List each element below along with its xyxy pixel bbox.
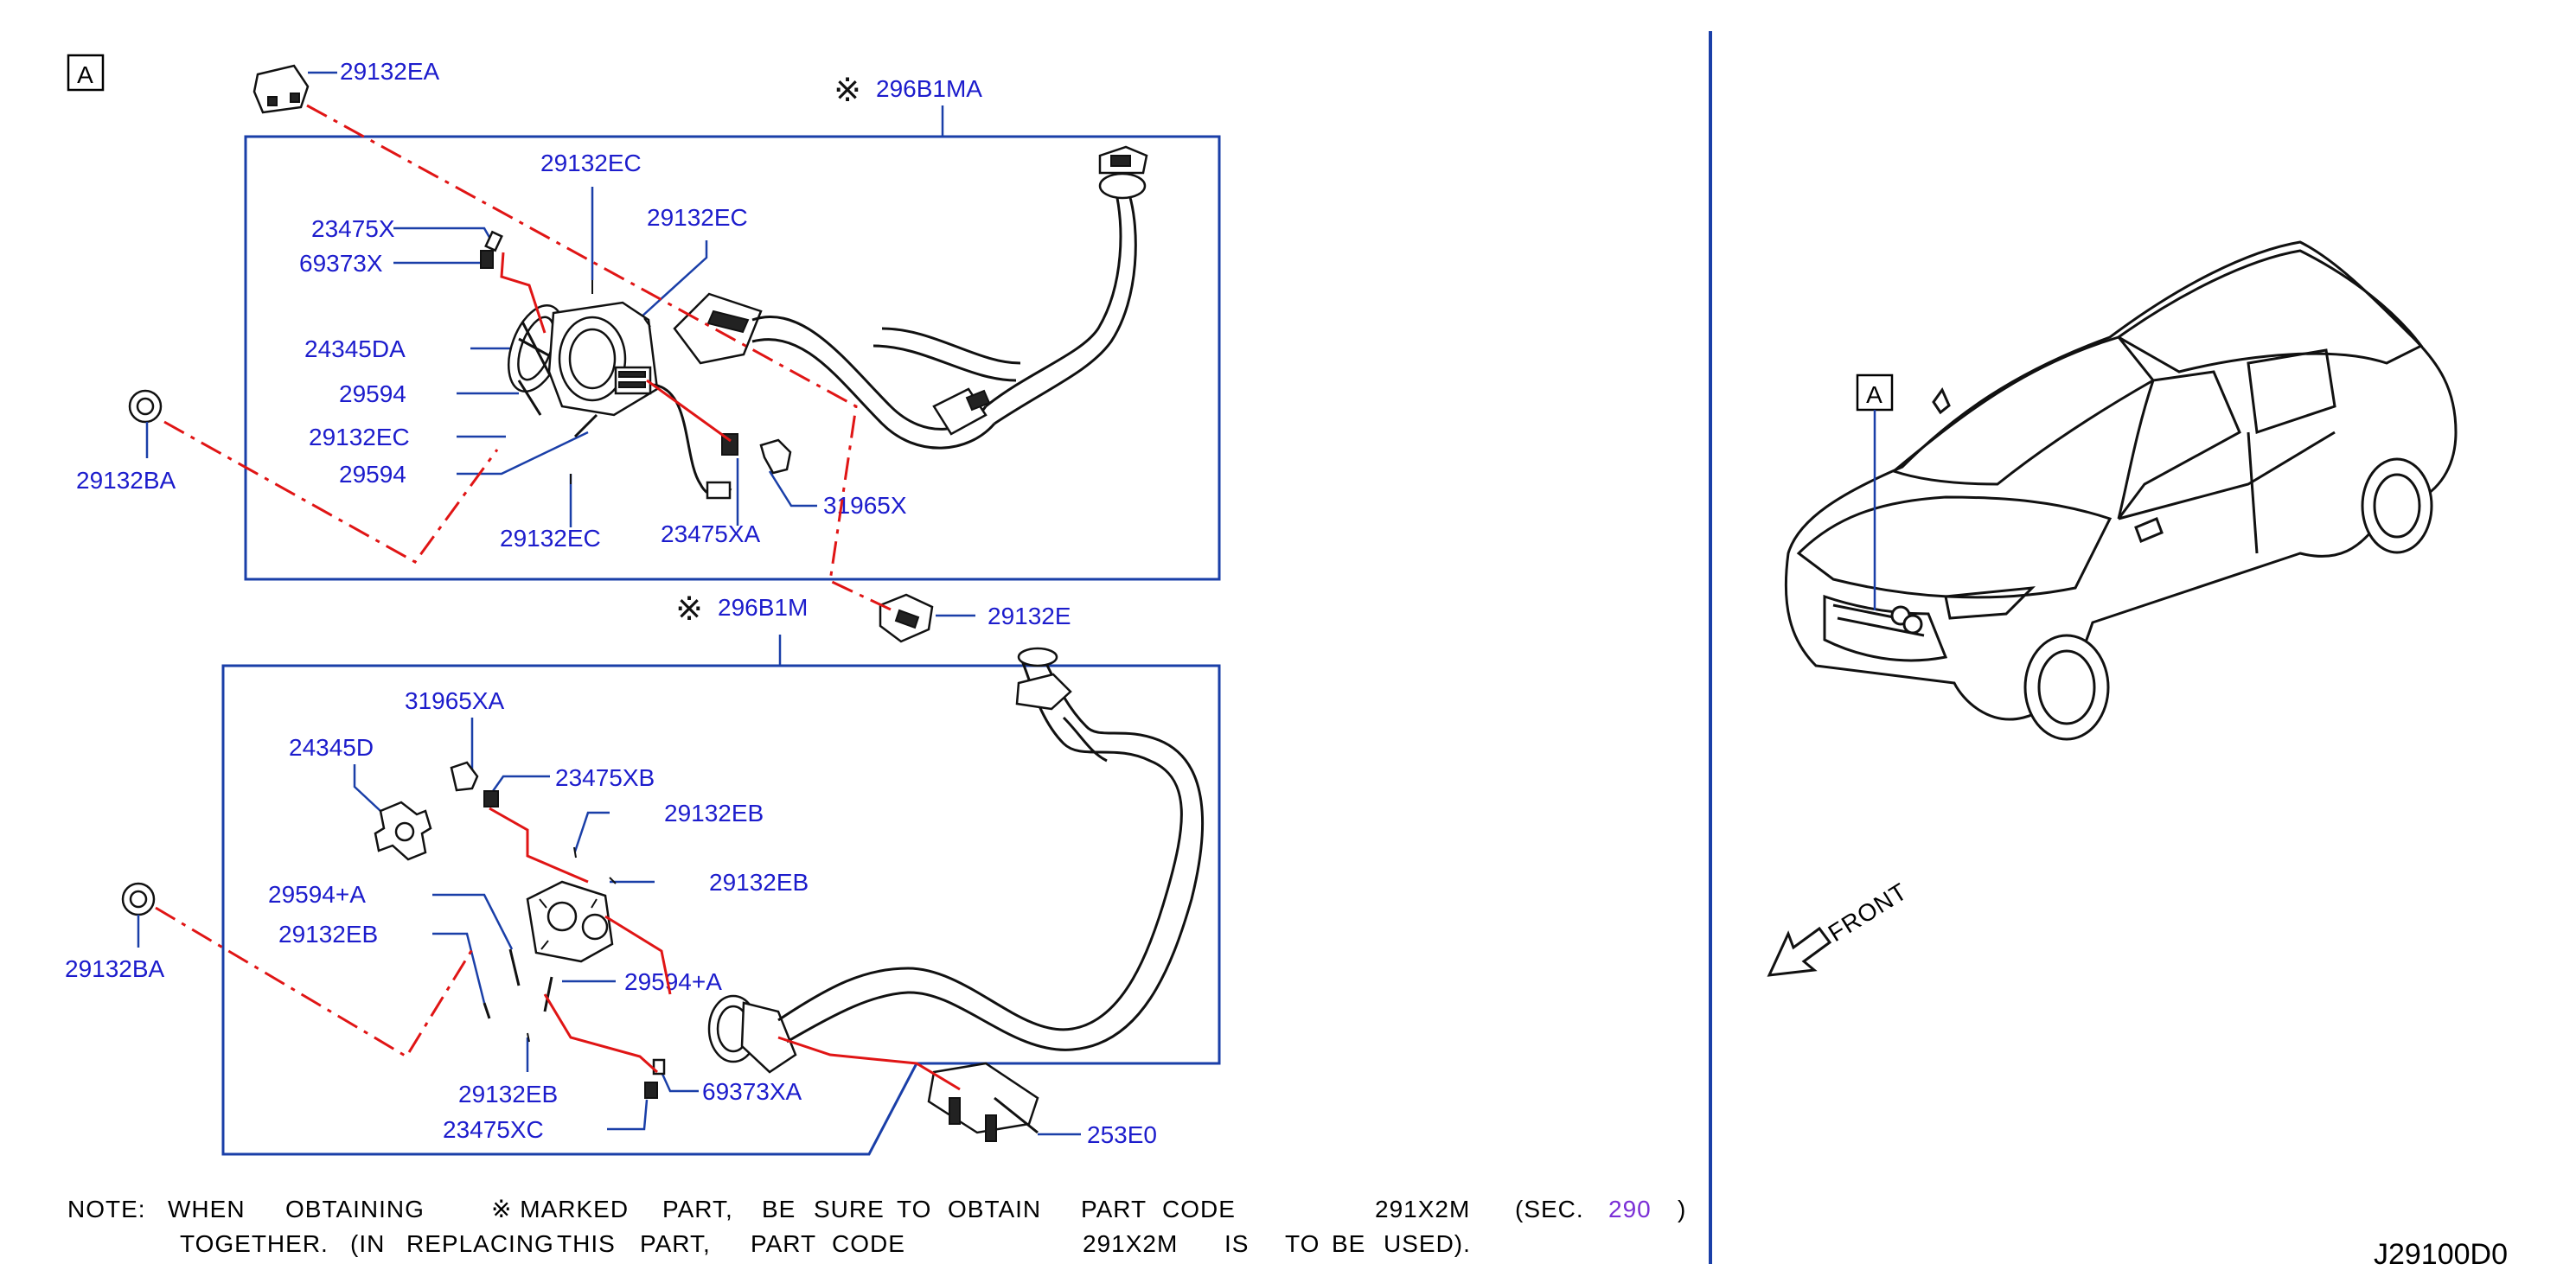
phantom-line <box>489 807 589 884</box>
note-word: CODE <box>1162 1196 1236 1222</box>
note-word: ※ MARKED <box>491 1196 629 1222</box>
note: NOTE: WHEN OBTAINING ※ MARKED PART, BE S… <box>67 1196 1686 1257</box>
front-arrow: FRONT <box>1767 878 1912 977</box>
section-lower-marker: ※ <box>675 591 703 628</box>
note-word: IS <box>1224 1230 1249 1257</box>
lower-outside: 29132BA <box>65 882 165 982</box>
phantom-line <box>777 1036 961 1091</box>
part-label[interactable]: 29132EB <box>664 800 764 827</box>
section-upper-code[interactable]: 296B1MA <box>876 75 982 102</box>
note-word: PART <box>1081 1196 1147 1222</box>
part-label[interactable]: 29132EC <box>647 204 748 231</box>
part-label[interactable]: 29132BA <box>65 955 165 982</box>
note-word: PART <box>751 1230 816 1257</box>
phantom-line <box>163 420 499 564</box>
view-tag: A <box>77 61 94 88</box>
note-word: SURE <box>814 1196 885 1222</box>
part-label[interactable]: 23475XB <box>555 764 655 791</box>
part-label[interactable]: 29132EC <box>540 150 642 176</box>
note-word: OBTAIN <box>948 1196 1041 1222</box>
part-label[interactable]: 29132BA <box>76 467 176 494</box>
note-word: TO <box>897 1196 931 1222</box>
part-label[interactable]: 29594+A <box>624 968 722 995</box>
part-label[interactable]: 23475XC <box>443 1116 544 1143</box>
phantom-line <box>604 915 672 995</box>
vehicle-illustration: A <box>1784 240 2458 741</box>
part-label[interactable]: 29132EB <box>278 921 378 948</box>
part-label[interactable]: 29132EC <box>309 424 410 450</box>
note-word: REPLACING <box>406 1230 554 1257</box>
note-word: BE <box>1332 1230 1365 1257</box>
part-label[interactable]: 24345DA <box>304 335 406 362</box>
diagram-code: J29100D0 <box>2374 1238 2508 1271</box>
note-word: PART, <box>640 1230 711 1257</box>
part-label[interactable]: 29594 <box>339 461 406 488</box>
front-label: FRONT <box>1824 878 1912 947</box>
part-label[interactable]: 29594+A <box>268 881 366 908</box>
note-word: PART, <box>662 1196 733 1222</box>
note-word: OBTAINING <box>285 1196 425 1222</box>
part-label[interactable]: 29132E <box>988 603 1071 629</box>
view-tag-box <box>67 54 105 92</box>
phantom-line <box>155 906 476 1059</box>
part-label[interactable]: 29132EA <box>340 58 440 85</box>
note-word: TO <box>1285 1230 1320 1257</box>
note-word: USED). <box>1384 1230 1471 1257</box>
part-label[interactable]: 31965XA <box>405 687 505 714</box>
part-label[interactable]: 23475XA <box>661 520 761 547</box>
note-word: (SEC. <box>1515 1196 1584 1222</box>
section-lower: ※ 296B1M 31965XA 24345D 23475XB 29132EB … <box>221 591 1221 1156</box>
note-word: THIS <box>557 1230 616 1257</box>
part-label[interactable]: 31965X <box>823 492 907 519</box>
note-word: 291X2M <box>1375 1196 1470 1222</box>
part-label[interactable]: 29132EB <box>458 1081 558 1107</box>
section-upper: ※ 296B1MA 29132EC 29132EC 23475X 69373X … <box>244 73 1221 581</box>
phantom-line <box>646 379 732 443</box>
part-label[interactable]: 253E0 <box>1087 1121 1157 1148</box>
part-label[interactable]: 29594 <box>339 380 406 407</box>
section-link[interactable]: 290 <box>1608 1196 1652 1222</box>
note-word: 291X2M <box>1083 1230 1178 1257</box>
note-word: TOGETHER. <box>180 1230 329 1257</box>
part-label[interactable]: 29132EC <box>500 525 601 552</box>
part-label[interactable]: 29132EB <box>709 869 809 896</box>
upper-outside: 29132EA 29132BA 29132E <box>76 58 1071 643</box>
section-upper-marker: ※ <box>834 73 861 109</box>
note-prefix: NOTE: <box>67 1196 146 1222</box>
note-word: (IN <box>350 1230 385 1257</box>
section-upper-box <box>244 135 1221 581</box>
note-word: WHEN <box>168 1196 246 1222</box>
part-label[interactable]: 23475X <box>311 215 395 242</box>
note-word: BE <box>762 1196 796 1222</box>
phantom-line <box>543 993 659 1074</box>
note-word: ) <box>1678 1196 1686 1222</box>
section-lower-code[interactable]: 296B1M <box>718 594 808 621</box>
note-word: CODE <box>832 1230 905 1257</box>
part-label[interactable]: 24345D <box>289 734 374 761</box>
part-label[interactable]: 69373X <box>299 250 383 277</box>
phantom-line <box>500 252 547 334</box>
phantom-line <box>306 104 892 611</box>
car-view-tag: A <box>1866 381 1883 408</box>
part-label[interactable]: 69373XA <box>702 1078 802 1105</box>
